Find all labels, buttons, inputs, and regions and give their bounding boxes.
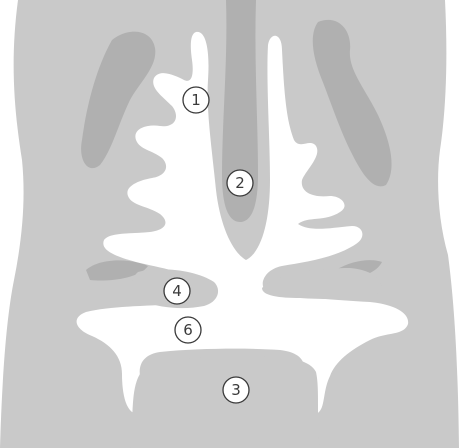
label-3: 3 xyxy=(223,377,249,403)
label-1: 1 xyxy=(183,87,209,113)
label-3-text: 3 xyxy=(231,381,241,399)
label-6-text: 6 xyxy=(183,321,193,339)
label-4: 4 xyxy=(164,278,190,304)
label-2-text: 2 xyxy=(235,174,245,192)
label-4-text: 4 xyxy=(172,282,182,300)
region-3-tissue xyxy=(130,356,320,448)
label-2: 2 xyxy=(227,170,253,196)
label-1-text: 1 xyxy=(191,91,201,109)
label-6: 6 xyxy=(175,317,201,343)
